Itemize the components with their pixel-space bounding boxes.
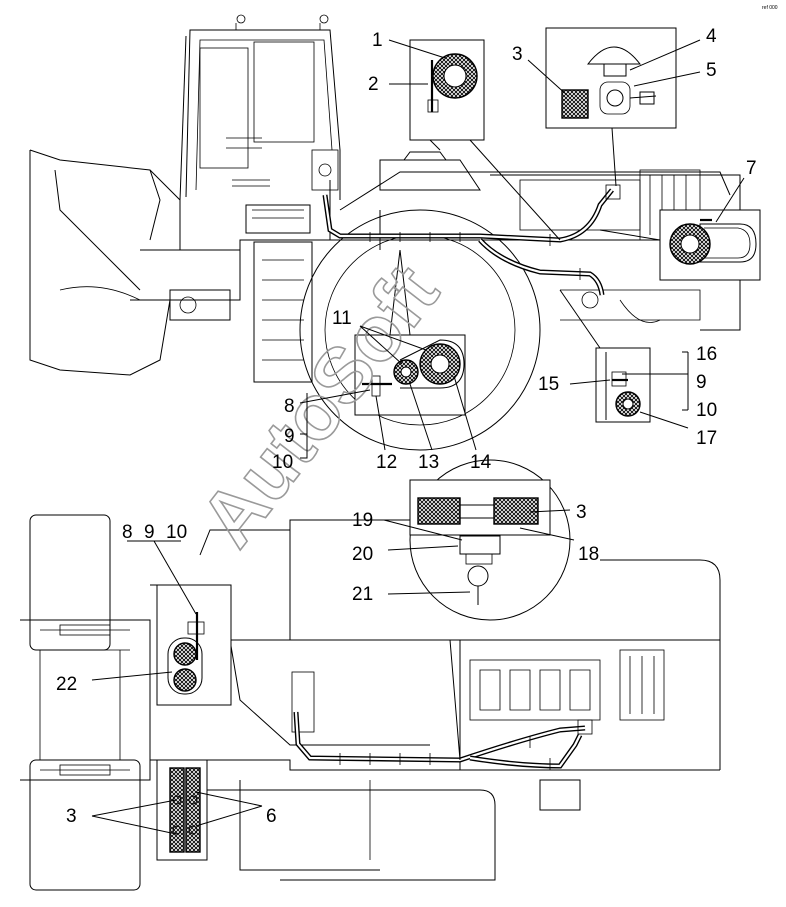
inset-connector-3-4-5: [545, 27, 677, 187]
callout-3b: 3: [576, 502, 587, 523]
callout-10b: 10: [696, 400, 717, 421]
callout-8: 8: [284, 396, 295, 417]
bottom-harness: [293, 711, 593, 770]
inset-connectors-3-6: [156, 759, 208, 861]
callout-13: 13: [418, 452, 439, 473]
callouts: 1 2 3 4 5 7 11 8 9 10 12 13 14 15 16 9 1…: [56, 26, 757, 827]
callout-21: 21: [352, 584, 373, 605]
callout-3c: 3: [66, 806, 77, 827]
inset-clamp-7: [599, 209, 761, 281]
callout-14: 14: [470, 452, 492, 473]
callout-12: 12: [376, 452, 397, 473]
callout-5: 5: [706, 60, 717, 81]
inset-clamp-15-17: [559, 289, 651, 423]
copyright-text: ref 000: [762, 5, 778, 11]
callout-22: 22: [56, 674, 77, 695]
callout-7: 7: [746, 158, 757, 179]
callout-9: 9: [284, 426, 295, 447]
callout-10c: 10: [166, 522, 187, 543]
callout-15: 15: [538, 374, 559, 395]
callout-4: 4: [706, 26, 717, 47]
callout-3: 3: [512, 44, 523, 65]
callout-11: 11: [332, 308, 352, 329]
inset-connector-18-21: [409, 459, 571, 761]
callout-9b: 9: [696, 372, 707, 393]
callout-6: 6: [266, 806, 277, 827]
callout-18: 18: [578, 544, 599, 565]
callout-16: 16: [696, 344, 717, 365]
callout-8c: 8: [122, 522, 133, 543]
callout-9c: 9: [144, 522, 155, 543]
callout-10: 10: [272, 452, 293, 473]
callout-19: 19: [352, 510, 373, 531]
top-harness: [322, 184, 621, 296]
leader-lines: [91, 39, 745, 835]
callout-1: 1: [372, 30, 383, 51]
inset-clamp-11-14: [354, 249, 466, 416]
callout-17: 17: [696, 428, 717, 449]
inset-clamp-22: [156, 584, 232, 706]
inset-clamp-1-2: [409, 39, 561, 241]
callout-2: 2: [368, 74, 379, 95]
loader-plan-view: [20, 514, 721, 891]
callout-20: 20: [352, 544, 373, 565]
